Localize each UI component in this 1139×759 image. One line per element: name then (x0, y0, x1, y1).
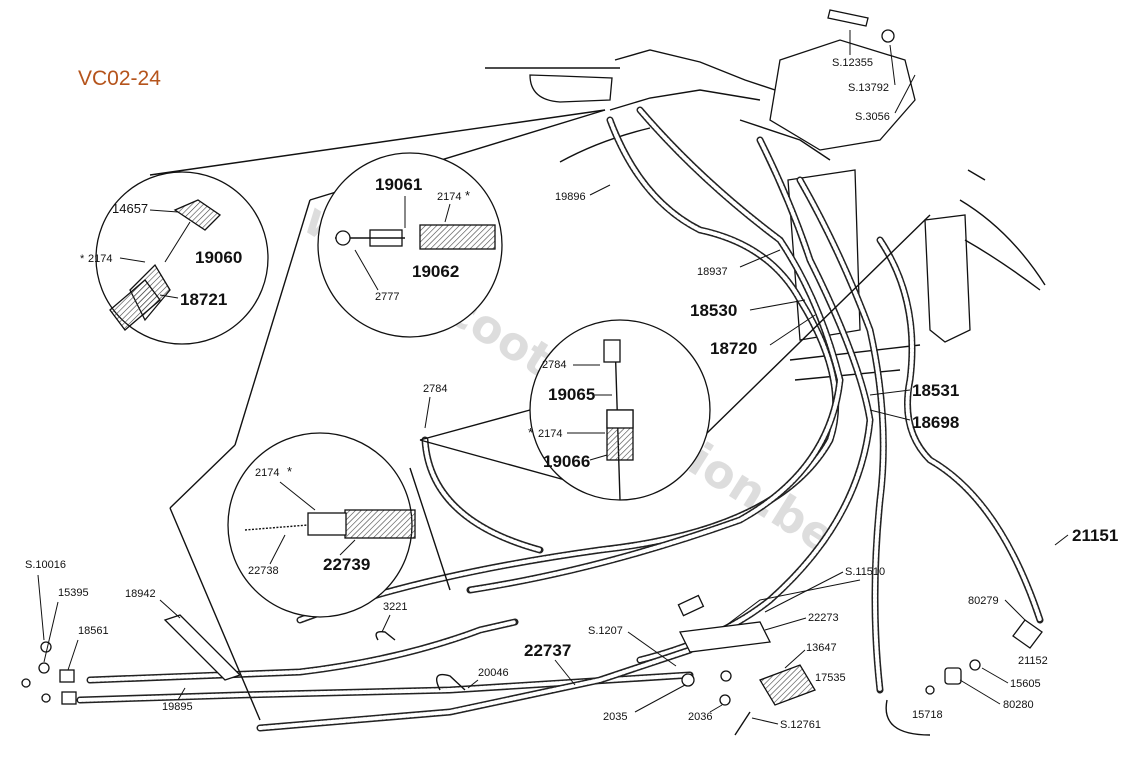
callout-circle-b: 19061 2174 * 19062 2777 (317, 152, 503, 338)
label-s10016: S.10016 (25, 559, 66, 571)
label-15605: 15605 (1010, 678, 1041, 690)
label-22737: 22737 (524, 641, 571, 660)
label-20046: 20046 (478, 667, 509, 679)
label-14657: 14657 (112, 201, 148, 216)
asterisk-mark-c: * (528, 425, 533, 440)
label-2036: 2036 (688, 711, 712, 723)
label-s11510: S.11510 (845, 566, 885, 578)
label-21152: 21152 (1018, 655, 1048, 667)
label-22738: 22738 (248, 565, 279, 577)
label-3221: 3221 (383, 601, 407, 613)
label-18942: 18942 (125, 588, 156, 600)
label-s12355: S.12355 (832, 57, 873, 69)
label-19061: 19061 (375, 175, 422, 194)
label-18720: 18720 (710, 339, 757, 358)
label-2784-top: 2784 (423, 383, 447, 395)
label-19895: 19895 (162, 701, 193, 713)
label-2784-c: 2784 (542, 359, 566, 371)
handlebar-assembly (485, 9, 1046, 381)
label-s13792: S.13792 (848, 82, 889, 94)
small-parts (21, 594, 1043, 736)
label-15395: 15395 (58, 587, 89, 599)
asterisk-mark-d: * (287, 464, 292, 479)
asterisk-mark-b: * (465, 188, 470, 203)
label-18937: 18937 (697, 266, 728, 278)
part-labels: S.12355 S.13792 S.3056 19896 18937 18530… (25, 30, 1118, 731)
callout-circle-d: 2174 * 22738 22739 (227, 432, 416, 618)
label-s1207: S.1207 (588, 625, 623, 637)
label-19896: 19896 (555, 191, 586, 203)
label-2777: 2777 (375, 291, 399, 303)
label-2174-c: 2174 (538, 428, 562, 440)
asterisk-mark-a: * (80, 253, 85, 265)
label-19065: 19065 (548, 385, 595, 404)
label-s3056: S.3056 (855, 111, 890, 123)
label-18531: 18531 (912, 381, 959, 400)
callout-circle-a: 14657 2174 * 19060 18721 (80, 171, 269, 345)
label-22739: 22739 (323, 555, 370, 574)
label-80279: 80279 (968, 595, 999, 607)
label-17535: 17535 (815, 672, 846, 684)
cable-bundle (76, 106, 1044, 732)
label-2174-b: 2174 (437, 191, 461, 203)
label-2174-a: 2174 (88, 253, 112, 265)
label-19060: 19060 (195, 248, 242, 267)
callout-circle-c: 2784 19065 * 2174 19066 (528, 319, 711, 501)
label-21151: 21151 (1072, 526, 1118, 545)
label-80280: 80280 (1003, 699, 1034, 711)
label-22273: 22273 (808, 612, 839, 624)
label-s12761: S.12761 (780, 719, 821, 731)
label-19066: 19066 (543, 452, 590, 471)
label-2035: 2035 (603, 711, 627, 723)
callout-outline (149, 109, 931, 721)
label-18698: 18698 (912, 413, 959, 432)
label-15718: 15718 (912, 709, 943, 721)
label-2174-d: 2174 (255, 467, 279, 479)
label-19062: 19062 (412, 262, 459, 281)
label-13647: 13647 (806, 642, 837, 654)
label-18530: 18530 (690, 301, 737, 320)
page-code: VC02-24 (78, 67, 161, 90)
label-18561: 18561 (78, 625, 109, 637)
label-18721: 18721 (180, 290, 227, 309)
